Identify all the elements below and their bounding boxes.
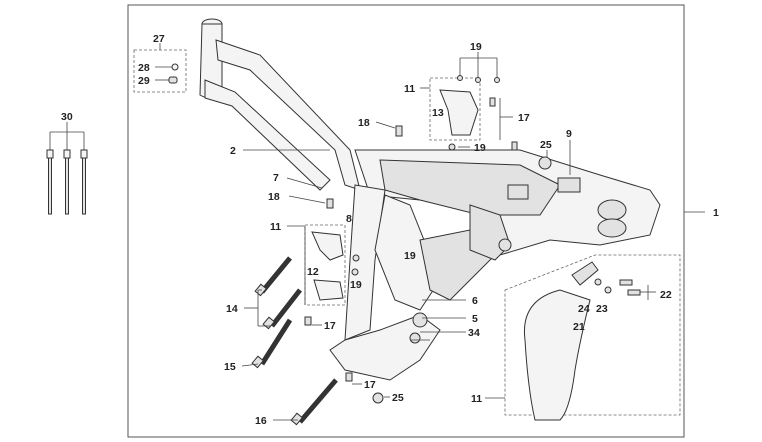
label-11-top: 11 [404,83,415,95]
label-11-low: 11 [471,393,482,405]
label-18-top: 18 [358,117,370,129]
bolt-18a [395,125,403,137]
heat-shield-21 [523,289,591,421]
label-8: 8 [346,213,352,225]
bolt-18b [326,198,334,209]
label-19-frame: 19 [404,250,416,262]
label-21: 21 [573,321,585,333]
long-bolts [251,256,338,426]
label-25-low: 25 [392,392,404,404]
washer-25 [372,392,384,404]
label-14: 14 [226,303,238,315]
label-22: 22 [660,289,672,301]
label-6: 6 [472,295,478,307]
label-11-mid: 11 [270,221,281,233]
kit-11-upper-box [429,77,481,141]
label-12: 12 [307,266,319,278]
label-5: 5 [472,313,478,325]
label-19-top: 19 [470,41,482,53]
label-7: 7 [273,172,279,184]
nut-17b [345,372,353,382]
label-16: 16 [255,415,267,427]
label-4: 4 [474,327,480,339]
assembly-border [127,4,685,438]
bracket-13 [439,89,479,136]
label-23: 23 [596,303,608,315]
label-9: 9 [566,128,572,140]
label-25-top: 25 [540,139,552,151]
bracket-12-bottom [313,279,344,301]
label-2: 2 [230,145,236,157]
label-30: 30 [61,111,73,123]
label-15: 15 [224,361,236,373]
label-24: 24 [578,303,590,315]
bushing-4 [412,312,428,328]
label-19-low: 19 [350,279,362,291]
label-28: 28 [138,62,150,74]
label-29: 29 [138,75,150,87]
frame-main [199,18,661,381]
bolt-set-30 [46,122,88,215]
nut-17a [304,316,312,326]
label-3: 3 [468,327,474,339]
label-1: 1 [713,207,719,219]
label-17-mid: 17 [324,320,336,332]
washer-25-top [538,156,552,170]
leader-lines [241,52,705,421]
kit-11-lower-box [504,254,681,416]
label-19-mid: 19 [474,142,486,154]
label-27: 27 [153,33,165,45]
callout-labels: 1 2 3 4 5 6 7 8 9 11 11 11 12 13 14 15 1… [61,33,719,427]
bracket-12-top [311,231,344,261]
bracket-24 [571,261,599,286]
label-13: 13 [432,107,444,119]
label-18-mid: 18 [268,191,280,203]
label-17-low: 17 [364,379,376,391]
label-17-top: 17 [518,112,530,124]
